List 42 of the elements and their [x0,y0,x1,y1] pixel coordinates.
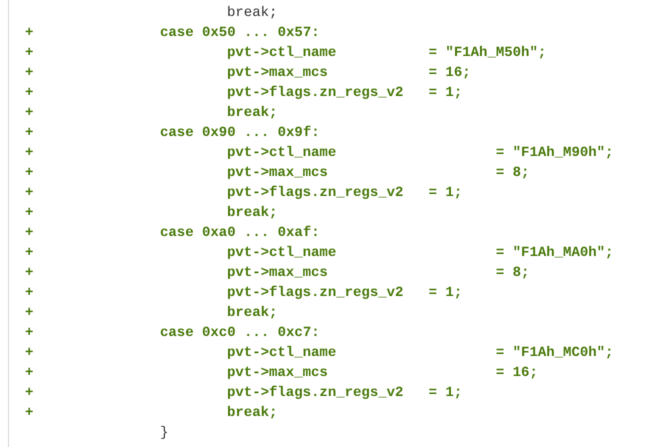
code-line: pvt->flags.zn_regs_v2 = 1; [227,284,462,303]
diff-marker: + [25,204,34,223]
diff-marker: + [25,124,34,143]
diff-marker: + [25,344,34,363]
diff-marker: + [25,184,34,203]
diff-marker: + [25,64,34,83]
diff-marker: + [25,24,34,43]
diff-marker: + [25,104,34,123]
diff-marker: + [25,284,34,303]
code-line: break; [227,204,278,223]
code-line: pvt->max_mcs = 8; [227,164,530,183]
code-line: pvt->max_mcs = 8; [227,264,530,283]
code-line: } [160,424,168,443]
diff-marker: + [25,264,34,283]
code-line: case 0xa0 ... 0xaf: [160,224,320,243]
diff-marker: + [25,44,34,63]
code-line: break; [227,104,278,123]
code-line: break; [227,404,278,423]
code-line: pvt->flags.zn_regs_v2 = 1; [227,384,462,403]
code-line: pvt->ctl_name = "F1Ah_M90h"; [227,144,614,163]
code-line: pvt->max_mcs = 16; [227,364,538,383]
diff-marker: + [25,364,34,383]
diff-marker: + [25,324,34,343]
code-line: pvt->ctl_name = "F1Ah_MA0h"; [227,244,614,263]
code-line: case 0xc0 ... 0xc7: [160,324,320,343]
diff-marker: + [25,304,34,323]
diff-marker: + [25,404,34,423]
code-line: case 0x90 ... 0x9f: [160,124,320,143]
code-line: pvt->ctl_name = "F1Ah_M50h"; [227,44,546,63]
diff-marker: + [25,84,34,103]
diff-marker: + [25,164,34,183]
diff-marker: + [25,244,34,263]
diff-marker: + [25,384,34,403]
code-line: break; [227,304,278,323]
code-line: pvt->max_mcs = 16; [227,64,471,83]
code-line: pvt->ctl_name = "F1Ah_MC0h"; [227,344,614,363]
diff-marker: + [25,224,34,243]
code-line: break; [227,4,278,23]
code-line: pvt->flags.zn_regs_v2 = 1; [227,184,462,203]
code-line: pvt->flags.zn_regs_v2 = 1; [227,84,462,103]
diff-marker: + [25,144,34,163]
code-line: case 0x50 ... 0x57: [160,24,320,43]
